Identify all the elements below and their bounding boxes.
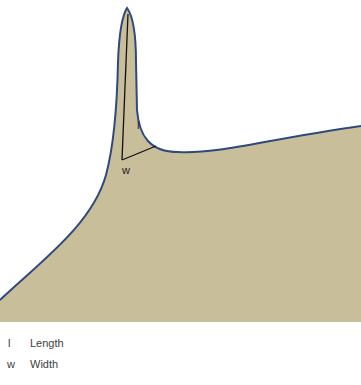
legend-symbol: l	[8, 337, 10, 350]
legend-text: Length	[30, 337, 64, 350]
length-symbol: l	[137, 119, 139, 132]
width-symbol: w	[122, 164, 130, 177]
width-line	[122, 146, 156, 160]
length-line	[122, 14, 128, 160]
coastline	[0, 8, 361, 300]
legend-text: Width	[30, 358, 58, 371]
legend-symbol: w	[7, 358, 15, 371]
land-fill	[0, 8, 361, 322]
